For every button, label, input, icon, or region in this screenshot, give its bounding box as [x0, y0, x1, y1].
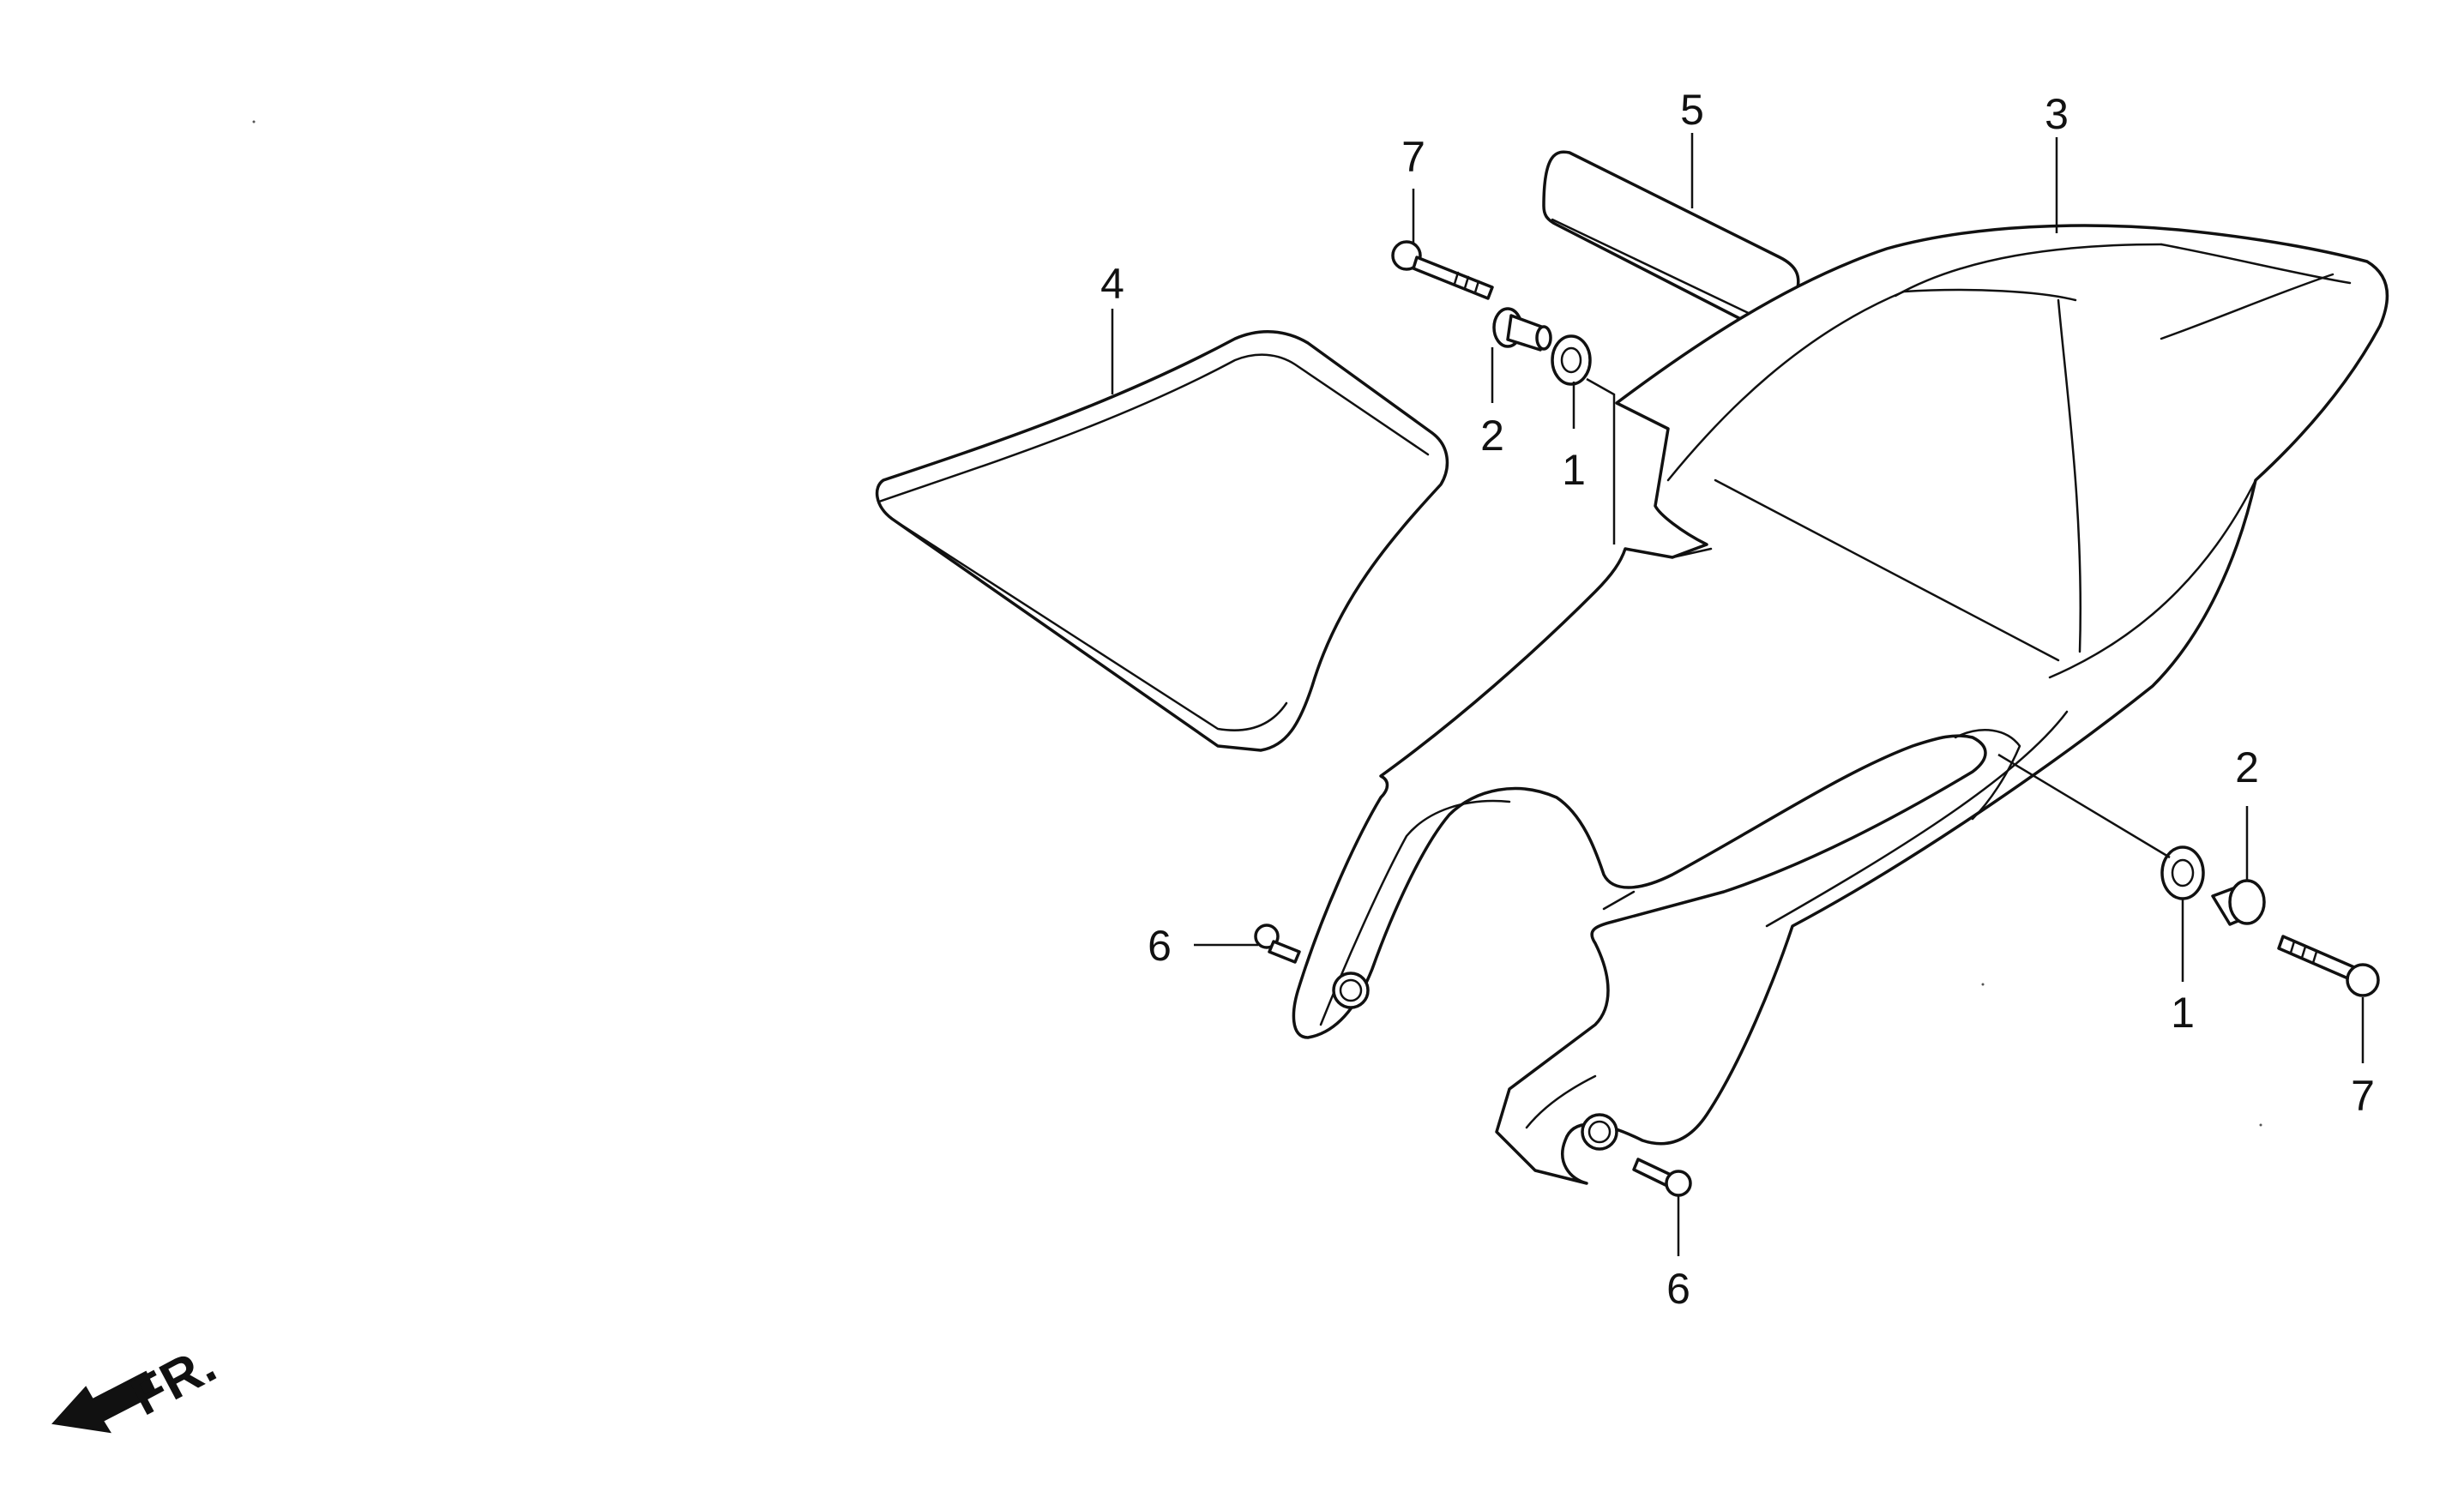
bolt-top: [1391, 240, 1494, 300]
collar-top: [1492, 307, 1552, 352]
collar-right: [2211, 879, 2266, 926]
callout-7-top: 7: [1401, 133, 1425, 181]
arrow-front-icon: [51, 1370, 158, 1434]
leader-lines: [1111, 133, 2365, 1256]
callout-2-top: 2: [1480, 412, 1504, 460]
speck: [1981, 983, 1985, 986]
bolt-right: [2277, 935, 2380, 997]
seat-cowl: [1292, 224, 2389, 1185]
speck: [252, 120, 256, 123]
grommet-top: [1551, 334, 1592, 386]
callout-4: 4: [1100, 260, 1124, 308]
grommet-right: [2160, 845, 2205, 900]
callout-1-right: 1: [2171, 989, 2195, 1037]
speck: [2259, 1123, 2262, 1127]
callout-5: 5: [1680, 86, 1704, 134]
front-direction-label: FR.: [122, 1335, 226, 1428]
callout-6-bottom: 6: [1666, 1265, 1690, 1313]
callout-1-top: 1: [1562, 446, 1586, 494]
bolt-left: [1254, 923, 1301, 964]
bolt-bottom: [1632, 1158, 1692, 1197]
front-seat-pad: [875, 330, 1449, 752]
callout-2-right: 2: [2235, 743, 2259, 791]
callout-3: 3: [2045, 90, 2069, 138]
callout-7-right: 7: [2351, 1072, 2375, 1120]
callout-6-left: 6: [1148, 922, 1172, 970]
